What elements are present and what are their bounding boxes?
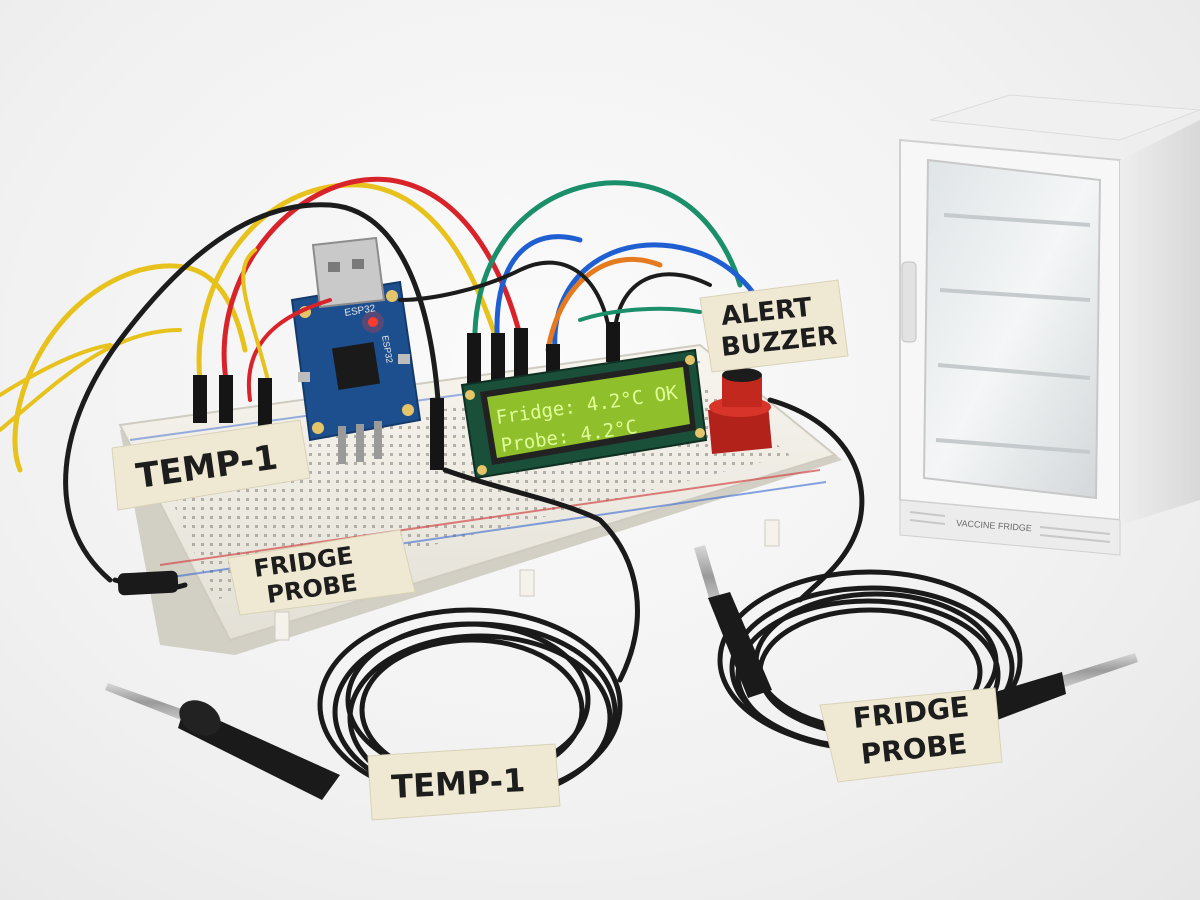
tape-alert-buzzer: ALERT BUZZER bbox=[699, 279, 849, 373]
tape-temp-board: TEMP-1 bbox=[111, 419, 311, 511]
probe-plug bbox=[117, 570, 179, 596]
vaccine-fridge: VACCINE FRIDGE bbox=[899, 94, 1200, 556]
probe-tip-right bbox=[985, 653, 1138, 722]
probe-tip-left bbox=[105, 683, 340, 800]
probe-tip-middle bbox=[694, 545, 772, 698]
tape-fridge-probe-cable: FRIDGE PROBE bbox=[819, 687, 1003, 783]
tape-temp-cable-text: TEMP-1 bbox=[390, 761, 526, 806]
tape-temp-cable: TEMP-1 bbox=[367, 743, 561, 821]
usb-connector bbox=[311, 236, 386, 309]
alert-buzzer bbox=[708, 368, 772, 454]
loose-wires-left bbox=[0, 263, 248, 473]
esp32-side-label: ESP32 bbox=[380, 335, 395, 364]
esp32-label: ESP32 bbox=[344, 303, 377, 319]
esp32-module: ESP32 ESP32 bbox=[290, 280, 422, 464]
lcd-module: Fridge: 4.2°C OK Probe: 4.2°C bbox=[460, 348, 708, 480]
jumper-wires bbox=[63, 176, 761, 583]
